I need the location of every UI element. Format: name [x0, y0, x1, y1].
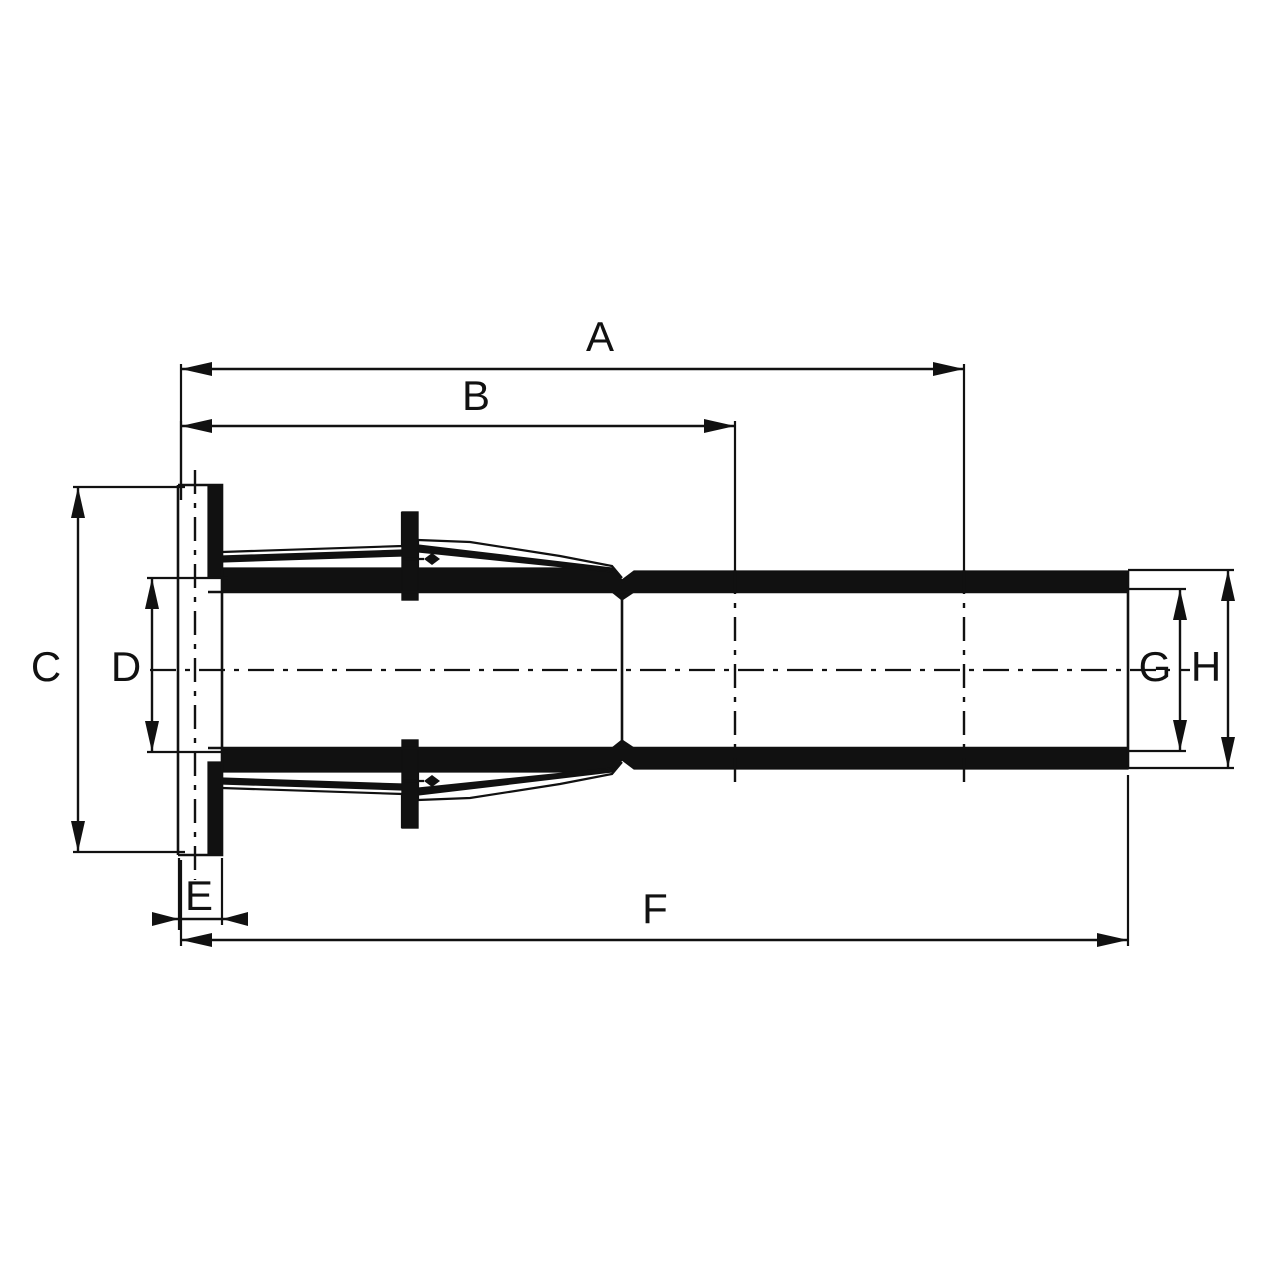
upper-taper-outline: [221, 512, 404, 554]
dimension-g-arrow-bottom: [1173, 720, 1187, 751]
dimension-c-arrow-bottom: [71, 821, 85, 852]
dimension-h-label: H: [1191, 643, 1221, 690]
dimension-h-arrow-bottom: [1221, 737, 1235, 768]
dimension-h: H: [1128, 568, 1235, 770]
dimension-a-arrow-right: [933, 362, 964, 376]
dimension-f-label: F: [642, 885, 668, 932]
dimension-g-arrow-top: [1173, 589, 1187, 620]
lower-taper-cone: [417, 761, 623, 802]
dimension-g-label: G: [1139, 643, 1172, 690]
dimension-f-arrow-left: [181, 933, 212, 947]
dimension-f: F: [179, 775, 1130, 947]
lower-wall-section: [178, 739, 1129, 856]
dimension-e-arrow-right: [222, 912, 248, 926]
dimension-d-arrow-bottom: [145, 721, 159, 752]
flange-lower-outline: [178, 746, 224, 857]
dimension-h-arrow-top: [1221, 570, 1235, 601]
dimension-b-arrow-left: [181, 419, 212, 433]
dimension-b: B: [179, 372, 737, 580]
dimension-a: A: [179, 313, 966, 576]
dimension-a-label: A: [586, 313, 614, 360]
dimension-d: D: [111, 576, 228, 754]
lower-taper-outline: [221, 786, 404, 828]
part-cross-section: [150, 470, 1190, 880]
upper-rib: [401, 511, 419, 601]
upper-wall-section: [178, 484, 1129, 601]
dimension-e-label: E: [185, 872, 213, 919]
upper-taper-cone: [417, 538, 623, 579]
upper-weld-dot-icon: [429, 556, 435, 562]
dimension-f-arrow-right: [1097, 933, 1128, 947]
flange-upper-outline: [178, 483, 224, 594]
dimension-d-label: D: [111, 643, 141, 690]
dimension-d-arrow-top: [145, 578, 159, 609]
lower-weld-dot-icon: [429, 778, 435, 784]
dimension-b-arrow-right: [704, 419, 735, 433]
dimension-a-arrow-left: [181, 362, 212, 376]
lower-rib: [401, 739, 419, 829]
dimension-g: G: [1128, 587, 1187, 753]
dimension-c: C: [31, 485, 185, 854]
dimension-c-arrow-top: [71, 487, 85, 518]
dimension-e: E: [152, 858, 248, 930]
dimension-b-label: B: [462, 372, 490, 419]
dimension-c-label: C: [31, 643, 61, 690]
dimension-e-arrow-left: [152, 912, 179, 926]
